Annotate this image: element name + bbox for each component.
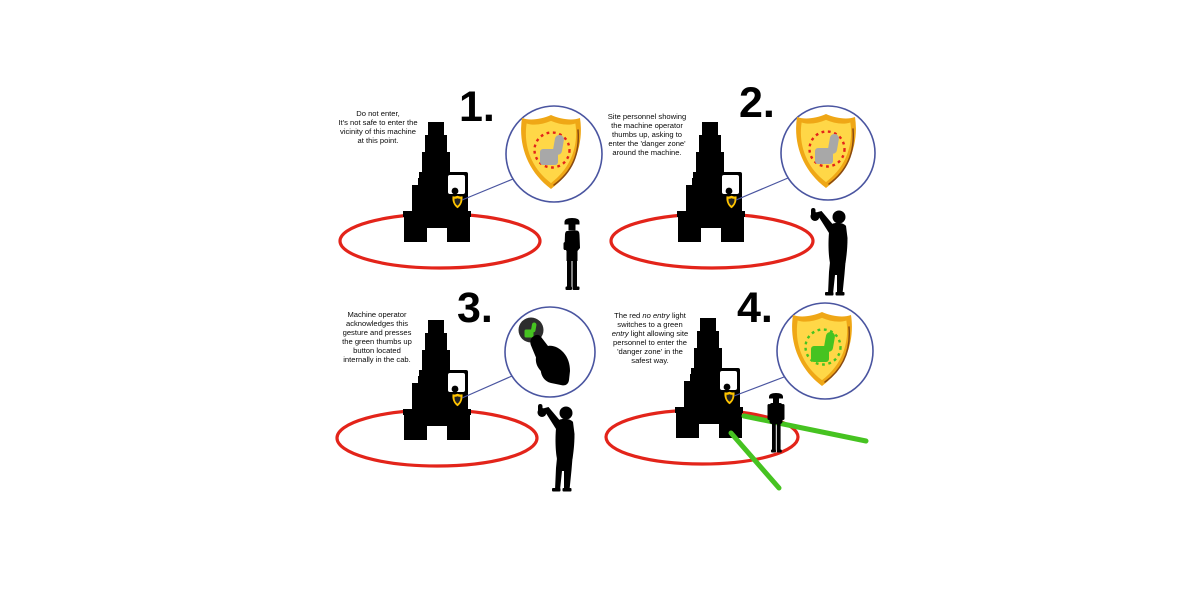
entry-dashed-ring — [804, 328, 842, 366]
step-3-scene — [335, 306, 596, 492]
step-4-caption: The red no entry light switches to a gre… — [611, 311, 689, 365]
step-2-caption: Site personnel showing the machine opera… — [607, 112, 687, 157]
green-entry-line — [728, 430, 782, 491]
worker-entering-silhouette — [767, 393, 785, 453]
callout-line — [733, 376, 785, 397]
callout-line — [735, 177, 789, 201]
step-1-caption: Do not enter, It's not safe to enter the… — [338, 109, 418, 145]
worker-thumbs-up-silhouette — [810, 208, 848, 296]
shield-gray-thumb-no-entry-icon — [520, 114, 582, 190]
no-entry-dashed-ring — [808, 130, 846, 168]
shield-gray-thumb-no-entry-icon — [795, 113, 857, 189]
green-entry-line — [741, 413, 869, 444]
step-1-scene — [338, 105, 603, 290]
step-1-number: 1. — [459, 83, 495, 131]
callout-line — [461, 375, 513, 399]
worker-standing-silhouette — [563, 218, 580, 290]
step-2-scene — [609, 105, 876, 296]
step-2-number: 2. — [739, 79, 775, 127]
step-3-caption: Machine operator acknowledges this gestu… — [342, 310, 412, 364]
hand-pressing-green-thumb-button-icon — [518, 317, 570, 386]
step-3-number: 3. — [457, 284, 493, 332]
worker-thumbs-up-silhouette — [537, 404, 575, 492]
step-4-number: 4. — [737, 284, 773, 332]
no-entry-dashed-ring — [533, 131, 571, 169]
pressing-hand-silhouette — [530, 334, 570, 386]
shield-green-thumb-entry-icon — [791, 311, 853, 387]
step-4-scene — [604, 302, 874, 491]
callout-line — [461, 178, 514, 201]
